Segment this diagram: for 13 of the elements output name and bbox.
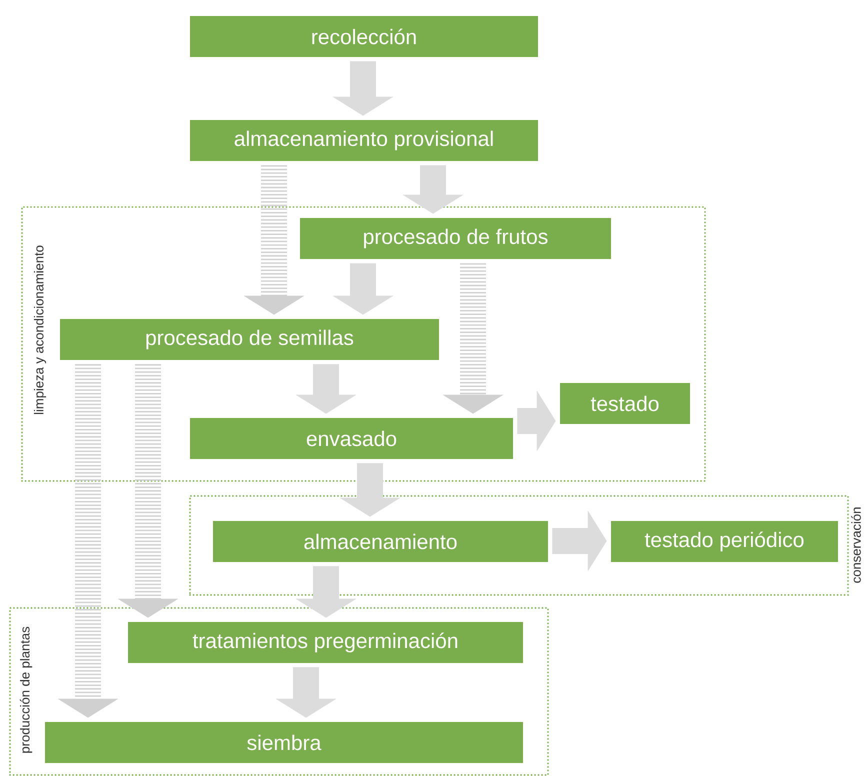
process-box: siembra [45,722,523,763]
process-box: testado [560,382,690,424]
group-heading: producción de plantas [20,626,32,753]
group-heading: limpieza y acondicionamiento [34,246,46,414]
process-box: tratamientos pregerminación [128,622,523,663]
process-box: procesado de frutos [300,218,611,259]
process-box: almacenamiento provisional [190,120,538,161]
group-heading: conservación [851,508,861,583]
process-box: envasado [190,418,513,459]
process-box: procesado de semillas [60,318,439,360]
process-box: testado periódico [611,520,838,562]
process-box: recolección [190,16,538,57]
process-box: almacenamiento [213,520,548,562]
